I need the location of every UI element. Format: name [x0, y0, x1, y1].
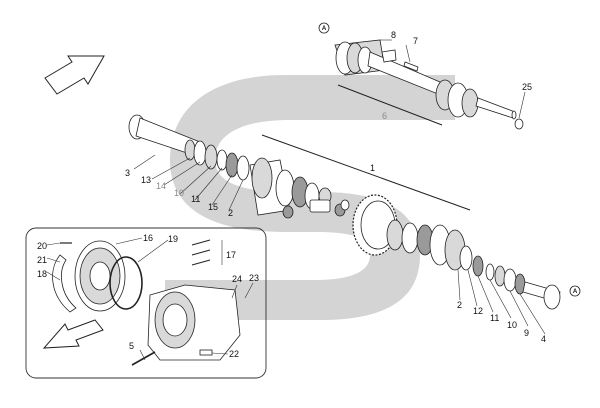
callout-2: 2	[228, 208, 233, 218]
axle-shaft-right	[334, 39, 524, 130]
reference-marker-a-right: A	[569, 285, 581, 297]
callout-5: 5	[129, 341, 134, 351]
callout-15: 15	[208, 202, 218, 212]
right-bearing-stack	[386, 219, 561, 310]
outline-arrow-icon	[44, 55, 105, 95]
callout-9: 9	[524, 328, 529, 338]
callout-11: 11	[490, 313, 499, 323]
callout-8: 8	[391, 30, 396, 40]
callout-19: 19	[168, 234, 178, 244]
o-ring-19	[109, 256, 143, 310]
ring-gear	[352, 194, 398, 256]
callout-7: 7	[413, 36, 418, 46]
reference-marker-a-top: A	[318, 22, 330, 34]
circlip-25	[514, 118, 524, 130]
callout-20: 20	[37, 241, 47, 251]
callout-14: 14	[156, 181, 166, 191]
callout-18: 18	[37, 269, 47, 279]
group-bracket-6	[337, 84, 443, 126]
callout-3: 3	[125, 168, 130, 178]
shield-18	[52, 254, 77, 313]
callout-22: 22	[229, 349, 239, 359]
rear-cover	[74, 240, 126, 312]
leader-lines	[46, 39, 546, 361]
callout-12: 12	[473, 306, 483, 316]
part-callouts: 1 2 2 3 4 5 6 7 8 9 10 10 11 11 12 13 14…	[37, 30, 546, 359]
left-bearing-stack	[184, 139, 250, 181]
svg-text:A: A	[573, 289, 578, 295]
callout-4: 4	[541, 334, 546, 344]
callout-25: 25	[522, 82, 532, 92]
bolt-5	[131, 351, 156, 366]
callout-6: 6	[382, 111, 387, 121]
callout-16: 16	[143, 233, 153, 243]
axle-shaft-left	[128, 114, 201, 157]
callout-10: 10	[174, 188, 184, 198]
callout-24: 24	[232, 274, 242, 284]
callout-10: 10	[507, 320, 517, 330]
studs-17	[191, 239, 211, 266]
differential-housing	[147, 284, 241, 361]
callout-17: 17	[226, 250, 236, 260]
svg-text:A: A	[322, 26, 327, 32]
bolt-22	[199, 349, 213, 356]
callout-1: 1	[370, 163, 375, 173]
group-bracket-1	[261, 134, 471, 211]
callout-11: 11	[191, 194, 200, 204]
housing-inset-box	[25, 227, 267, 379]
callout-21: 21	[37, 255, 47, 265]
outline-arrow-icon	[42, 319, 104, 349]
differential-case	[249, 157, 350, 219]
callout-13: 13	[141, 175, 151, 185]
callout-23: 23	[249, 273, 259, 283]
callout-2: 2	[457, 300, 462, 310]
